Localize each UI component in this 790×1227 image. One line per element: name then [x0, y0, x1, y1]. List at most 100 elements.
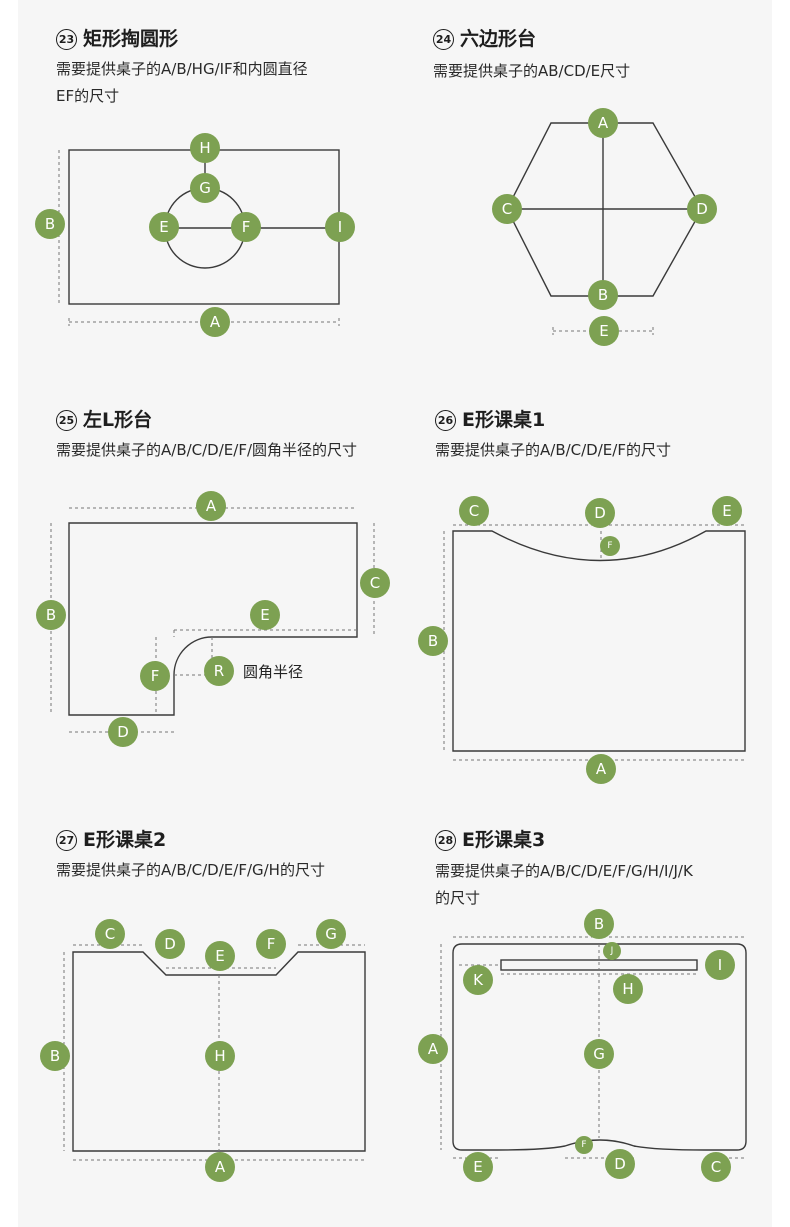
svg-text:I: I	[338, 218, 342, 236]
diagram-26: C D E F B A	[418, 496, 746, 784]
section-28-title-text: E形课桌3	[462, 829, 546, 851]
section-23-desc-line2: EF的尺寸	[56, 87, 120, 105]
svg-text:E: E	[260, 606, 269, 624]
diagram-27: C D E F G B H A	[40, 919, 366, 1182]
d24-label-a: A	[588, 108, 618, 138]
svg-text:A: A	[428, 1040, 439, 1058]
diagram-24: A B C D E	[492, 108, 717, 346]
d28-label-j: J	[603, 942, 621, 960]
svg-text:C: C	[469, 502, 479, 520]
section-26-description: 需要提供桌子的A/B/C/D/E/F的尺寸	[435, 437, 671, 464]
d25-label-r: R	[204, 656, 234, 686]
svg-text:E: E	[599, 322, 608, 340]
d26-label-a: A	[586, 754, 616, 784]
svg-text:F: F	[581, 1140, 586, 1150]
d23-label-b: B	[35, 209, 65, 239]
d27-label-e: E	[205, 941, 235, 971]
section-27-desc-line1: 需要提供桌子的A/B/C/D/E/F/G/H的尺寸	[56, 861, 325, 879]
diagram-23: H G E F I B A	[35, 133, 355, 337]
svg-text:C: C	[502, 200, 512, 218]
svg-text:R: R	[214, 662, 224, 680]
svg-text:F: F	[267, 935, 276, 953]
svg-text:K: K	[473, 971, 484, 989]
section-23-desc-line1: 需要提供桌子的A/B/HG/IF和内圆直径	[56, 60, 308, 78]
d25-table-outline	[68, 522, 358, 716]
svg-text:E: E	[159, 218, 168, 236]
svg-text:E: E	[215, 947, 224, 965]
content-panel	[18, 0, 772, 1227]
d23-label-i: I	[325, 212, 355, 242]
d28-label-c: C	[701, 1152, 731, 1182]
svg-text:B: B	[50, 1047, 60, 1065]
d27-label-b: B	[40, 1041, 70, 1071]
d26-label-b: B	[418, 626, 448, 656]
d25-label-a: A	[196, 491, 226, 521]
svg-text:E: E	[722, 502, 731, 520]
d26-label-f: F	[600, 536, 620, 556]
d26-table-outline	[452, 530, 746, 752]
section-24-description: 需要提供桌子的AB/CD/E尺寸	[433, 58, 630, 85]
d28-label-g: G	[584, 1039, 614, 1069]
section-24-desc-line1: 需要提供桌子的AB/CD/E尺寸	[433, 62, 631, 80]
svg-text:A: A	[596, 760, 607, 778]
svg-text:A: A	[210, 313, 221, 331]
section-28-desc-line1: 需要提供桌子的A/B/C/D/E/F/G/H/I/J/K	[435, 862, 693, 880]
d27-label-d: D	[155, 929, 185, 959]
d25-label-d: D	[108, 717, 138, 747]
svg-text:C: C	[105, 925, 115, 943]
svg-text:B: B	[428, 632, 438, 650]
svg-text:E: E	[473, 1158, 482, 1176]
svg-text:C: C	[711, 1158, 721, 1176]
section-25-title-text: 左L形台	[83, 409, 153, 431]
d26-label-d: D	[585, 498, 615, 528]
svg-text:F: F	[242, 218, 251, 236]
svg-text:C: C	[370, 574, 380, 592]
svg-text:A: A	[598, 114, 609, 132]
d24-label-b: B	[588, 280, 618, 310]
svg-text:I: I	[718, 956, 722, 974]
section-28-number: 28	[435, 830, 456, 851]
svg-text:D: D	[696, 200, 708, 218]
svg-text:G: G	[325, 925, 337, 943]
svg-text:A: A	[206, 497, 217, 515]
svg-text:A: A	[215, 1158, 226, 1176]
section-25-desc-line1: 需要提供桌子的A/B/C/D/E/F/圆角半径的尺寸	[56, 441, 358, 459]
d25-label-e: E	[250, 600, 280, 630]
svg-text:D: D	[117, 723, 129, 741]
diagram-25: A B C D E F R 圆角半径	[36, 491, 390, 747]
svg-text:B: B	[46, 606, 56, 624]
d25-label-b: B	[36, 600, 66, 630]
section-24-number: 24	[433, 29, 454, 50]
d28-label-k: K	[463, 965, 493, 995]
svg-text:G: G	[199, 179, 211, 197]
d27-label-a: A	[205, 1152, 235, 1182]
d23-label-a: A	[200, 307, 230, 337]
section-23-description: 需要提供桌子的A/B/HG/IF和内圆直径 EF的尺寸	[56, 56, 308, 110]
svg-text:B: B	[598, 286, 608, 304]
d24-label-c: C	[492, 194, 522, 224]
section-25-description: 需要提供桌子的A/B/C/D/E/F/圆角半径的尺寸	[56, 437, 357, 464]
d27-table-outline	[72, 951, 366, 1152]
section-27-description: 需要提供桌子的A/B/C/D/E/F/G/H的尺寸	[56, 857, 325, 884]
d26-label-c: C	[459, 496, 489, 526]
svg-text:D: D	[614, 1155, 626, 1173]
svg-text:H: H	[214, 1047, 225, 1065]
d27-label-g: G	[316, 919, 346, 949]
svg-text:B: B	[594, 915, 604, 933]
section-27-title-text: E形课桌2	[83, 829, 167, 851]
d28-label-i: I	[705, 950, 735, 980]
svg-text:D: D	[594, 504, 606, 522]
d28-label-d: D	[605, 1149, 635, 1179]
d28-label-e: E	[463, 1152, 493, 1182]
svg-text:F: F	[151, 667, 160, 685]
d25-label-c: C	[360, 568, 390, 598]
section-26-title-text: E形课桌1	[462, 409, 546, 431]
svg-text:H: H	[199, 139, 210, 157]
diagram-28: B J I K H A G F D E C	[418, 909, 747, 1182]
